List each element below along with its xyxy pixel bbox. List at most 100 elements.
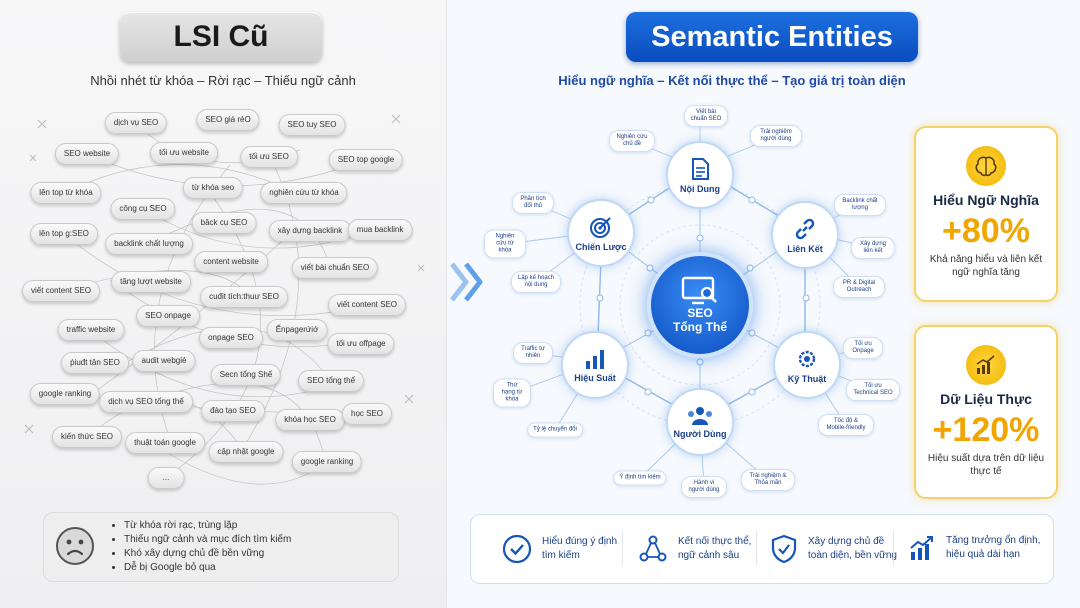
node-label: Nội Dung <box>680 184 720 194</box>
keyword-pill: google ranking <box>29 383 101 405</box>
benefit-item: Kết nối thực thể,ngữ cảnh sâu <box>638 534 751 564</box>
lsi-title-badge: LSI Cũ <box>120 12 322 62</box>
keyword-pill: viết bài chuẩn SEO <box>291 257 379 279</box>
sad-face-icon <box>56 527 94 565</box>
users-icon <box>688 407 712 425</box>
node-strategy: Chiến Lược <box>567 199 635 267</box>
node-label: Chiến Lược <box>575 242 627 252</box>
check-circle-icon <box>502 534 532 564</box>
keyword-pill: tối ưu offpage <box>327 333 395 355</box>
monitor-search-icon <box>681 276 717 305</box>
lsi-drawbacks-list: Từ khóa rời rạc, trùng lặp Thiếu ngữ cản… <box>112 519 291 575</box>
node-label: Người Dùng <box>673 429 727 439</box>
semantic-subtitle: Hiểu ngữ nghĩa – Kết nối thực thể – Tạo … <box>558 73 906 88</box>
keyword-pill: từ khóa seo <box>182 177 244 199</box>
satellite-tag: Trải nghiệm người dùng <box>750 125 802 147</box>
satellite-tag: Trải nghiệm & Thỏa mãn <box>741 469 795 491</box>
keyword-pill: Ếnpagerứiớ <box>266 319 328 341</box>
benefit-divider <box>893 530 894 566</box>
lsi-title: LSI Cũ <box>173 20 269 53</box>
keyword-pill: google ranking <box>291 451 363 473</box>
keyword-pill: dịch vụ SEO <box>104 112 168 134</box>
node-users: Người Dùng <box>666 388 734 456</box>
keyword-pill: SEO website <box>54 143 120 165</box>
bar-chart-icon <box>586 350 604 369</box>
keyword-pill: thuật toán google <box>125 432 205 454</box>
node-label: Kỹ Thuật <box>787 374 827 384</box>
keyword-pill: SEO tuy SEO <box>278 114 346 136</box>
gear-icon <box>798 350 816 368</box>
keyword-pill: đào tạo SEO <box>201 400 265 422</box>
benefit-line2: hiệu quả dài hạn <box>946 549 1020 560</box>
stat-card-value: +80% <box>942 212 1030 250</box>
satellite-tag: Nghiên cứu chủ đề <box>609 130 655 152</box>
keyword-pill: xây dựng backlink <box>268 220 352 242</box>
satellite-tag: Viết bài chuẩn SEO <box>684 105 728 127</box>
keyword-pill: mua backlink <box>347 219 413 241</box>
keyword-pill: SEO onpage <box>136 305 200 327</box>
keyword-pill: công cụ SEO <box>110 198 176 220</box>
node-content: Nội Dung <box>666 141 734 209</box>
node-label: Liên Kết <box>787 244 823 254</box>
growth-chart-icon <box>910 536 933 560</box>
keyword-pill: bâck cụ SEO <box>191 212 257 234</box>
satellite-tag: Tối ưu Onpage <box>843 337 883 359</box>
satellite-tag: Hành vi người dùng <box>681 476 727 498</box>
keyword-pill: Secn tổng Shế <box>210 364 282 386</box>
hub-line1: SEO <box>687 306 713 320</box>
benefit-divider <box>756 530 757 566</box>
stat-card-data: Dữ Liệu Thực +120% Hiệu suất dựa trên dữ… <box>914 325 1058 499</box>
keyword-pill: tối ưu website <box>150 142 218 164</box>
keyword-pill: tăng lượt website <box>111 271 191 293</box>
keyword-pill: tối ưu SEO <box>240 146 298 168</box>
hub-line2: Tổng Thể <box>673 320 727 334</box>
benefit-divider <box>622 530 623 566</box>
target-icon <box>590 217 611 238</box>
keyword-pill: onpage SEO <box>199 327 263 349</box>
node-label: Hiệu Suất <box>574 373 616 383</box>
chevron-right-icon <box>450 262 483 302</box>
benefit-line1: Hiểu đúng ý định <box>542 536 618 547</box>
stat-card-desc: Hiệu suất dựa trên dữ liệu thực tế <box>927 453 1045 477</box>
keyword-pill: nghiên cứu từ khóa <box>260 182 348 204</box>
node-links: Liên Kết <box>771 201 839 269</box>
keyword-pill: học SEO <box>341 403 393 425</box>
node-performance: Hiệu Suất <box>561 331 629 399</box>
satellite-tag: Thứ hạng từ khóa <box>493 378 531 408</box>
keyword-pill: lên top g:SEO <box>30 223 98 245</box>
satellite-tag: Nghiên cứu từ khóa <box>484 229 526 259</box>
seo-total-hub: SEO Tổng Thể <box>647 252 753 358</box>
lsi-drawbacks-box <box>43 512 399 582</box>
keyword-pill: audit webgiẻ <box>132 350 196 372</box>
keyword-pill: content website <box>194 251 268 273</box>
benefit-line1: Tăng trưởng ổn định, <box>946 535 1041 546</box>
growth-chart-icon <box>966 345 1006 385</box>
satellite-tag: Ý định tìm kiếm <box>613 470 667 486</box>
keyword-pill: viết content SEO <box>21 280 101 302</box>
benefit-line2: toàn diện, bền vững <box>808 550 897 561</box>
lsi-subtitle: Nhồi nhét từ khóa – Rời rạc – Thiếu ngữ … <box>90 73 356 88</box>
satellite-tag: Backlink chất lượng <box>834 194 886 216</box>
drawback-item: Thiếu ngữ cảnh và mục đích tìm kiếm <box>124 533 291 547</box>
keyword-pill: viết content SEO <box>327 294 407 316</box>
document-icon <box>692 158 709 180</box>
stat-card-title: Dữ Liệu Thực <box>940 391 1032 407</box>
satellite-tag: Tỷ lệ chuyển đổi <box>527 422 583 438</box>
keyword-pill: SEO giá rẻO <box>196 109 260 131</box>
satellite-tag: Xây dựng liên kết <box>851 237 895 259</box>
drawback-item: Từ khóa rời rạc, trùng lặp <box>124 519 291 533</box>
stat-card-desc: Khả năng hiểu và liên kết ngữ nghĩa tăng <box>929 254 1043 278</box>
keyword-pill: ṗiuđt tân SEO <box>61 352 129 374</box>
benefit-line2: tìm kiếm <box>542 550 580 561</box>
shield-check-icon <box>771 534 797 564</box>
drawback-item: Dễ bị Google bỏ qua <box>124 561 291 575</box>
satellite-tag: PR & Digital Outreach <box>833 276 885 298</box>
keyword-pill: backlink chất lượng <box>105 233 193 255</box>
satellite-tag: Tối ưu Technical SEO <box>846 379 900 401</box>
brain-icon <box>966 146 1006 186</box>
keyword-pill: SEO tổng thể <box>297 370 365 392</box>
benefit-line1: Xây dựng chủ đề <box>808 536 885 547</box>
semantic-title: Semantic Entities <box>651 20 893 53</box>
keyword-pill: lên top từ khóa <box>30 182 102 204</box>
satellite-tag: Lập kế hoạch nội dung <box>511 271 561 293</box>
